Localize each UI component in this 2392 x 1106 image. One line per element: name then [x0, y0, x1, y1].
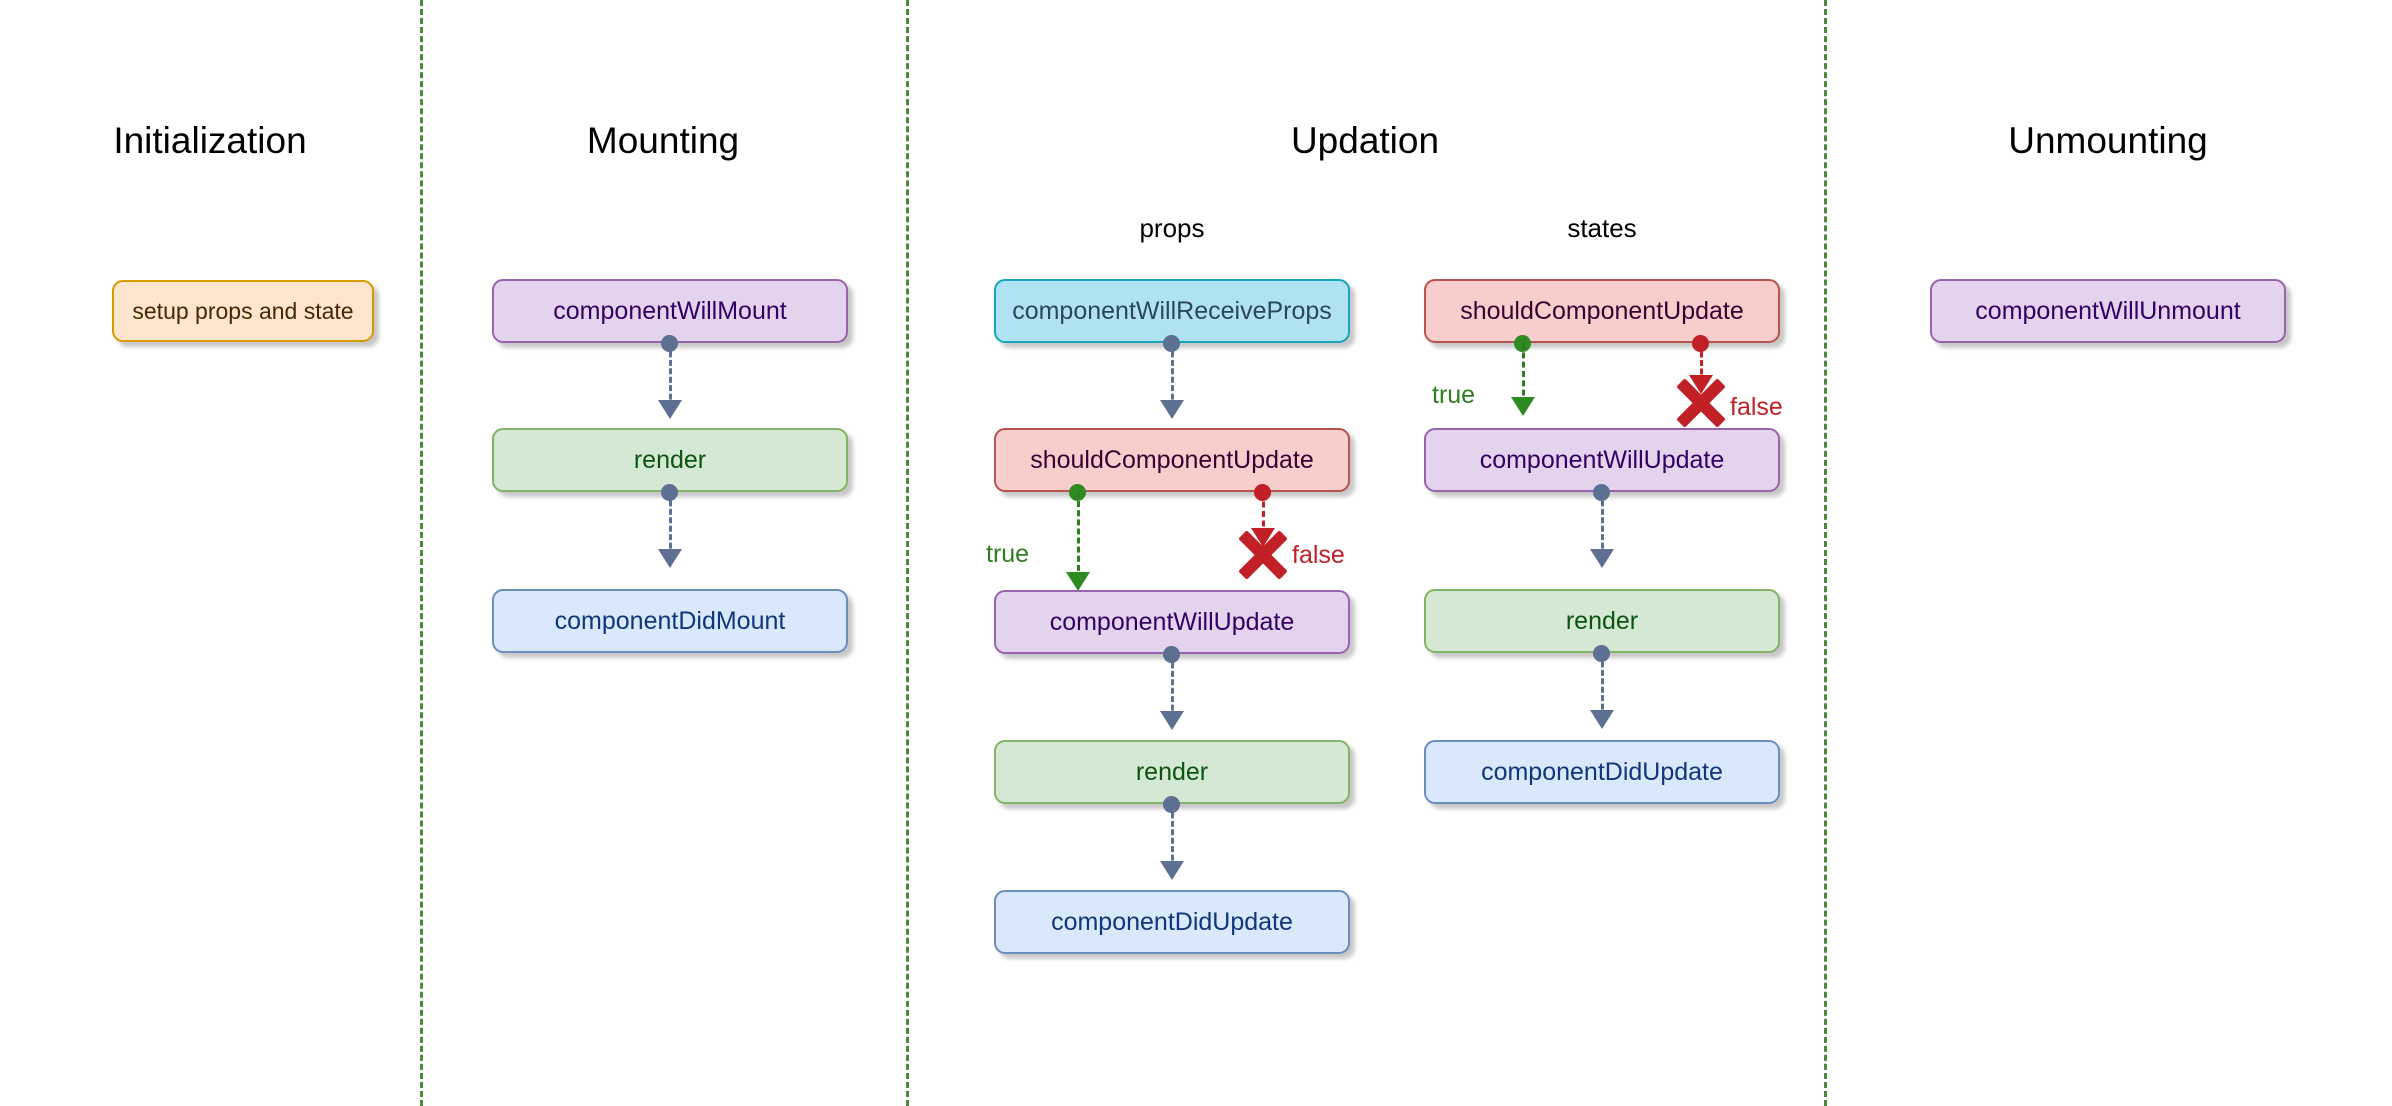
reject-x-icon-states [1672, 374, 1730, 432]
connector-arrow-mount-1 [658, 400, 682, 419]
node-render-props[interactable]: render [994, 740, 1350, 804]
connector-line-states-1 [1601, 492, 1604, 557]
connector-arrow-mount-2 [658, 549, 682, 568]
branch-label-states-true: true [1432, 381, 1476, 409]
node-component-did-update-states[interactable]: componentDidUpdate [1424, 740, 1780, 804]
node-should-component-update-states[interactable]: shouldComponentUpdate [1424, 279, 1780, 343]
branch-label-props-true: true [986, 540, 1030, 568]
branch-line-props-false [1262, 492, 1265, 536]
column-divider-1 [420, 0, 423, 1106]
node-component-will-unmount[interactable]: componentWillUnmount [1930, 279, 2286, 343]
node-component-will-update-states[interactable]: componentWillUpdate [1424, 428, 1780, 492]
connector-line-props-2 [1171, 654, 1174, 719]
connector-arrow-states-1 [1590, 549, 1614, 568]
node-component-will-mount[interactable]: componentWillMount [492, 279, 848, 343]
connector-arrow-props-3 [1160, 861, 1184, 880]
connector-line-states-2 [1601, 653, 1604, 718]
connector-arrow-props-2 [1160, 711, 1184, 730]
node-component-will-receive-props[interactable]: componentWillReceiveProps [994, 279, 1350, 343]
connector-line-props-3 [1171, 804, 1174, 869]
node-component-will-update-props[interactable]: componentWillUpdate [994, 590, 1350, 654]
branch-line-states-false [1700, 343, 1703, 383]
branch-arrow-props-true [1066, 572, 1090, 591]
connector-line-props-1 [1171, 343, 1174, 408]
connector-line-mount-1 [669, 343, 672, 408]
node-should-component-update-props[interactable]: shouldComponentUpdate [994, 428, 1350, 492]
node-component-did-update-props[interactable]: componentDidUpdate [994, 890, 1350, 954]
subheading-states: states [1567, 213, 1637, 243]
node-setup-props-and-state[interactable]: setup props and state [112, 280, 374, 342]
connector-arrow-props-1 [1160, 400, 1184, 419]
branch-label-props-false: false [1292, 541, 1345, 569]
column-title-mounting: Mounting [586, 120, 740, 161]
branch-line-props-true [1077, 492, 1080, 580]
node-component-did-mount[interactable]: componentDidMount [492, 589, 848, 653]
column-title-initialization: Initialization [113, 120, 307, 161]
column-divider-3 [1824, 0, 1827, 1106]
branch-arrow-states-true [1511, 397, 1535, 416]
column-title-unmounting: Unmounting [2008, 120, 2208, 161]
node-render-mounting[interactable]: render [492, 428, 848, 492]
node-render-states[interactable]: render [1424, 589, 1780, 653]
connector-line-mount-2 [669, 492, 672, 557]
reject-x-icon-props [1234, 526, 1292, 584]
column-title-updation: Updation [1290, 120, 1440, 161]
connector-arrow-states-2 [1590, 710, 1614, 729]
branch-line-states-true [1522, 343, 1525, 405]
branch-label-states-false: false [1730, 393, 1783, 421]
subheading-props: props [1139, 213, 1205, 243]
column-divider-2 [906, 0, 909, 1106]
